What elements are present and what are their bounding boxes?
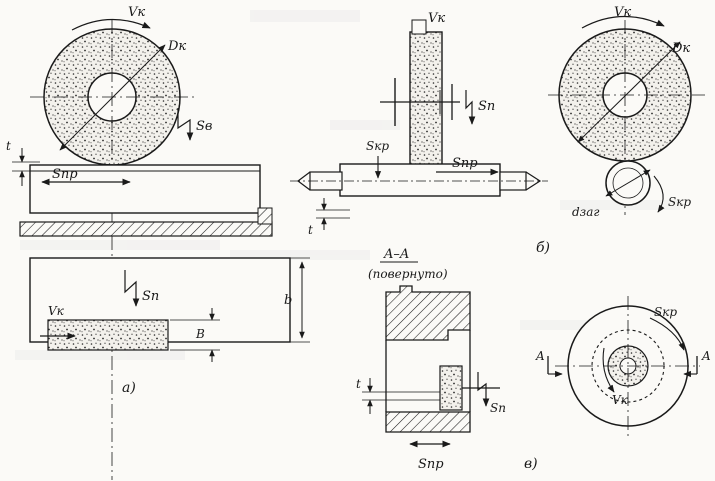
panel-b-cross-section: Vк Dк dзаг Sкр: [548, 5, 705, 219]
panel-a-label: а): [122, 380, 136, 396]
panel-v-rotated-label: (повернуто): [368, 267, 448, 281]
panel-v-sn-label: Sп: [490, 401, 506, 415]
panel-v-label: в): [524, 456, 538, 472]
panel-v: A–A (повернуто) t Sп Sпр в) Vк Sкр: [356, 247, 711, 472]
panel-a-sv-label: Sв: [196, 119, 212, 134]
panel-a-plan-vk-label: Vк: [48, 304, 65, 318]
panel-b-section-vk-label: Vк: [614, 5, 631, 20]
panel-b-section-skr-label: Sкр: [668, 195, 691, 209]
panel-a-plan-wheel: [47, 319, 169, 351]
panel-b-wheel: [409, 31, 443, 171]
panel-b-section-dk-label: Dк: [671, 41, 690, 56]
panel-b-spr-label: Sпр: [452, 156, 478, 171]
panel-v-section-a-left: A: [535, 349, 545, 363]
panel-a: Dк Vк Sв t Sпр Vк Sп b: [6, 5, 310, 480]
panel-a-vk-label: Vк: [128, 5, 145, 20]
panel-v-part-lower: [385, 411, 471, 433]
panel-b-vk-label: Vк: [428, 11, 445, 26]
panel-a-table: [19, 221, 273, 237]
panel-v-wheel: [439, 365, 463, 411]
panel-v-front-skr-label: Sкр: [654, 305, 677, 319]
panel-b-workpiece: [339, 163, 501, 197]
panel-v-front-vk-label: Vк: [612, 393, 629, 407]
panel-v-part-upper: [385, 285, 471, 341]
panel-b-section-dzag-label: dзаг: [572, 205, 599, 219]
panel-b-skr-label: Sкр: [366, 139, 389, 153]
panel-b: Vк Sп Sкр Sпр t б): [290, 11, 550, 256]
panel-a-b-dim-label: b: [284, 293, 292, 308]
panel-b-sn-label: Sп: [478, 99, 495, 114]
panel-v-t-label: t: [356, 377, 361, 391]
panel-b-t-label: t: [308, 223, 313, 237]
panel-a-workpiece: [29, 164, 261, 214]
panel-a-sn-label: Sп: [142, 289, 159, 304]
panel-a-t-label: t: [6, 139, 11, 153]
panel-a-bcap-dim-label: B: [195, 327, 205, 341]
panel-a-dk-label: Dк: [167, 39, 186, 54]
panel-v-section-a-right: A: [701, 349, 711, 363]
panel-a-spr-label: Sпр: [52, 167, 78, 182]
panel-v-spr-label: Sпр: [418, 457, 444, 472]
panel-b-label: б): [536, 240, 550, 256]
panel-v-section-label: A–A: [383, 247, 409, 262]
